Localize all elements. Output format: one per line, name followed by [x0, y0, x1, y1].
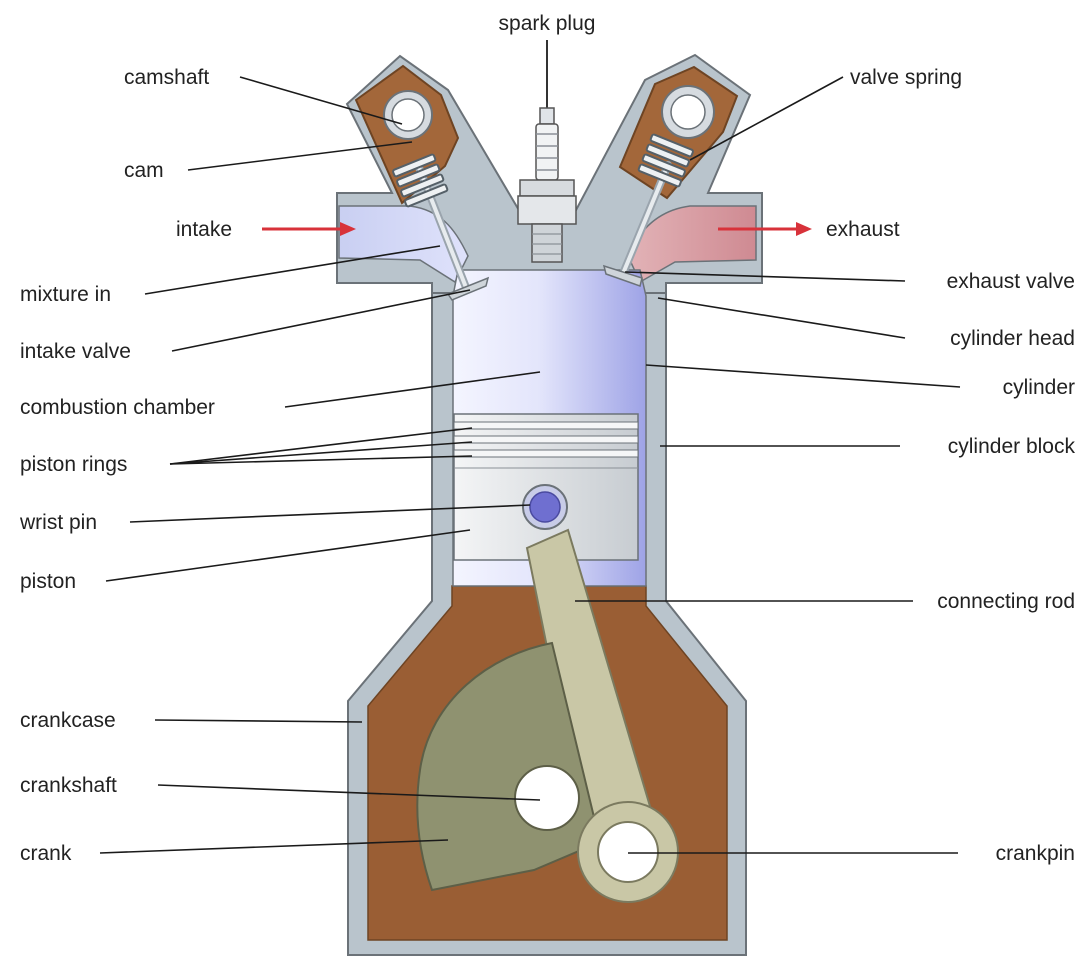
wrist-pin — [523, 485, 567, 529]
label-spark-plug: spark plug — [499, 12, 596, 35]
label-wrist-pin: wrist pin — [19, 511, 97, 534]
label-piston: piston — [20, 570, 76, 593]
label-cylinder: cylinder — [1003, 376, 1075, 399]
label-intake: intake — [176, 218, 232, 241]
label-intake-valve: intake valve — [20, 340, 131, 363]
label-crankcase: crankcase — [20, 709, 116, 732]
label-crank: crank — [20, 842, 72, 865]
label-mixture-in: mixture in — [20, 283, 111, 306]
label-cylinder-head: cylinder head — [950, 327, 1075, 350]
crankpin — [578, 802, 678, 902]
leader-piston — [106, 530, 470, 581]
label-cylinder-block: cylinder block — [948, 435, 1076, 458]
label-exhaust-valve: exhaust valve — [947, 270, 1075, 293]
leader-cylinder — [646, 365, 960, 387]
leader-intake-valve — [172, 290, 470, 351]
label-crankshaft: crankshaft — [20, 774, 117, 797]
label-connecting-rod: connecting rod — [937, 590, 1075, 613]
label-exhaust: exhaust — [826, 218, 900, 241]
label-crankpin: crankpin — [996, 842, 1075, 865]
label-cam: cam — [124, 159, 164, 182]
camshaft-right — [662, 86, 714, 138]
intake-arrow-icon — [262, 222, 356, 236]
crankshaft — [515, 766, 579, 830]
label-combustion-chamber: combustion chamber — [20, 396, 215, 419]
leader-cylinder-head — [658, 298, 905, 338]
label-camshaft: camshaft — [124, 66, 209, 89]
label-valve-spring: valve spring — [850, 66, 962, 89]
camshaft-left — [384, 91, 432, 139]
leader-crankcase — [155, 720, 362, 722]
label-piston-rings: piston rings — [20, 453, 127, 476]
